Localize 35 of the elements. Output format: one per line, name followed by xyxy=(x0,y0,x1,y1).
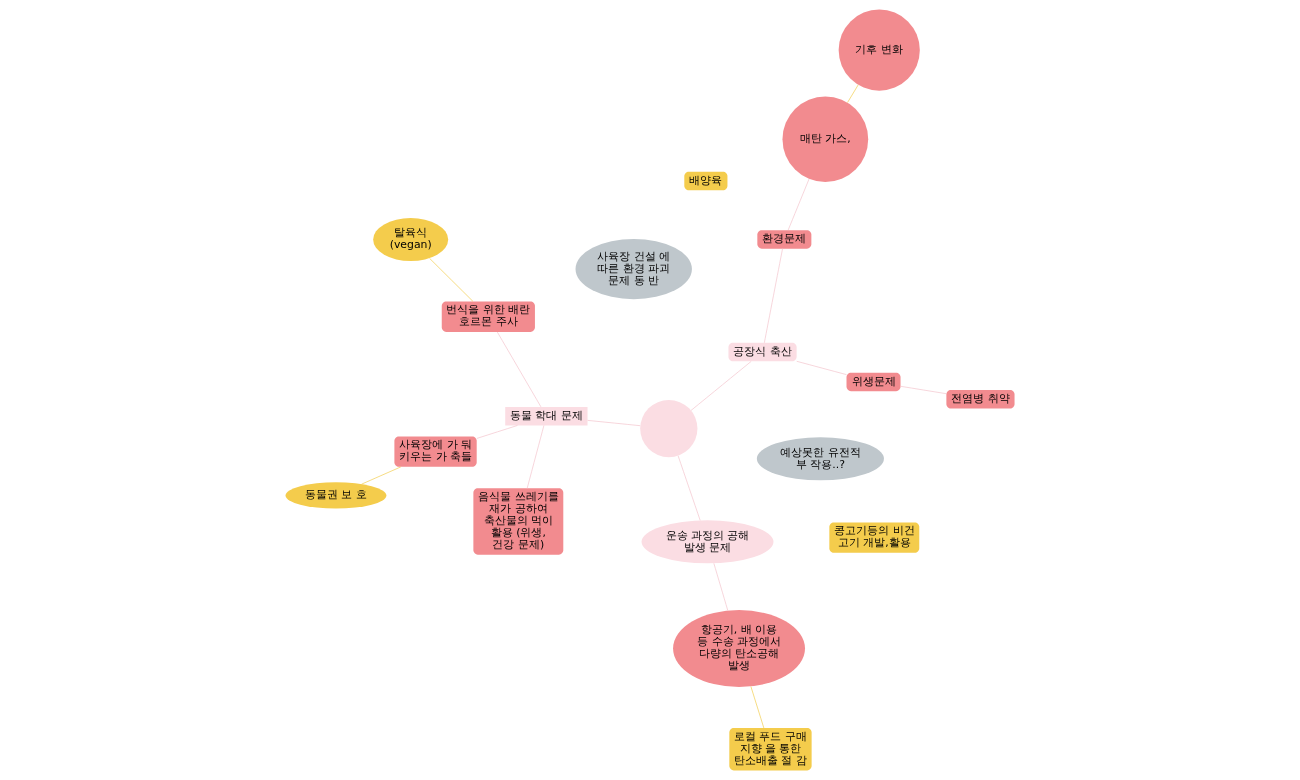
node-circle: 매탄 가스, xyxy=(782,96,869,183)
node-ellipse: 예상못한 유전적 부 작용..? xyxy=(756,437,884,481)
connector xyxy=(587,420,641,427)
connector xyxy=(690,361,752,411)
connector xyxy=(764,248,783,344)
node-box: 동물 학대 문제 xyxy=(505,406,588,426)
connector xyxy=(796,360,847,375)
node-box: 번식을 위한 배란 호르몬 주사 xyxy=(441,301,535,332)
node-box: 위생문제 xyxy=(846,372,901,392)
node-box: 공장식 축산 xyxy=(728,342,797,362)
connector xyxy=(429,257,474,302)
connector xyxy=(847,84,859,103)
node-box: 사육장에 가 둬 키우는 가 축들 xyxy=(394,436,477,467)
node-box: 배양육 xyxy=(684,171,728,191)
connector xyxy=(787,178,810,231)
node-ellipse: 사육장 건설 에 따른 환경 파괴 문제 동 반 xyxy=(575,238,692,300)
connector xyxy=(900,385,947,395)
connector xyxy=(526,425,545,489)
connector xyxy=(361,466,402,485)
node-ellipse: 탈육식 (vegan) xyxy=(373,218,449,262)
node-ellipse: 운송 과정의 공해 발생 문제 xyxy=(641,520,774,564)
node-circle xyxy=(640,399,698,458)
connector xyxy=(677,455,701,521)
connector xyxy=(750,686,765,729)
node-box: 로컬 푸드 구매 지향 을 통한 탄소배출 절 감 xyxy=(729,728,812,771)
connector xyxy=(713,562,729,611)
node-ellipse: 항공기, 배 이용 등 수송 과정에서 다량의 탄소공해 발생 xyxy=(673,610,805,687)
node-box: 콩고기등의 비건 고기 개발,활용 xyxy=(829,522,920,553)
node-circle: 기후 변화 xyxy=(838,9,920,91)
connector xyxy=(496,331,542,408)
node-box: 환경문제 xyxy=(757,230,812,249)
node-box: 음식물 쓰레기를 재가 공하여 축산물의 먹이 활용 (위생, 건강 문제) xyxy=(473,488,564,555)
node-box: 전염병 취약 xyxy=(946,390,1015,409)
node-ellipse: 동물권 보 호 xyxy=(285,482,387,509)
connector xyxy=(476,425,518,439)
